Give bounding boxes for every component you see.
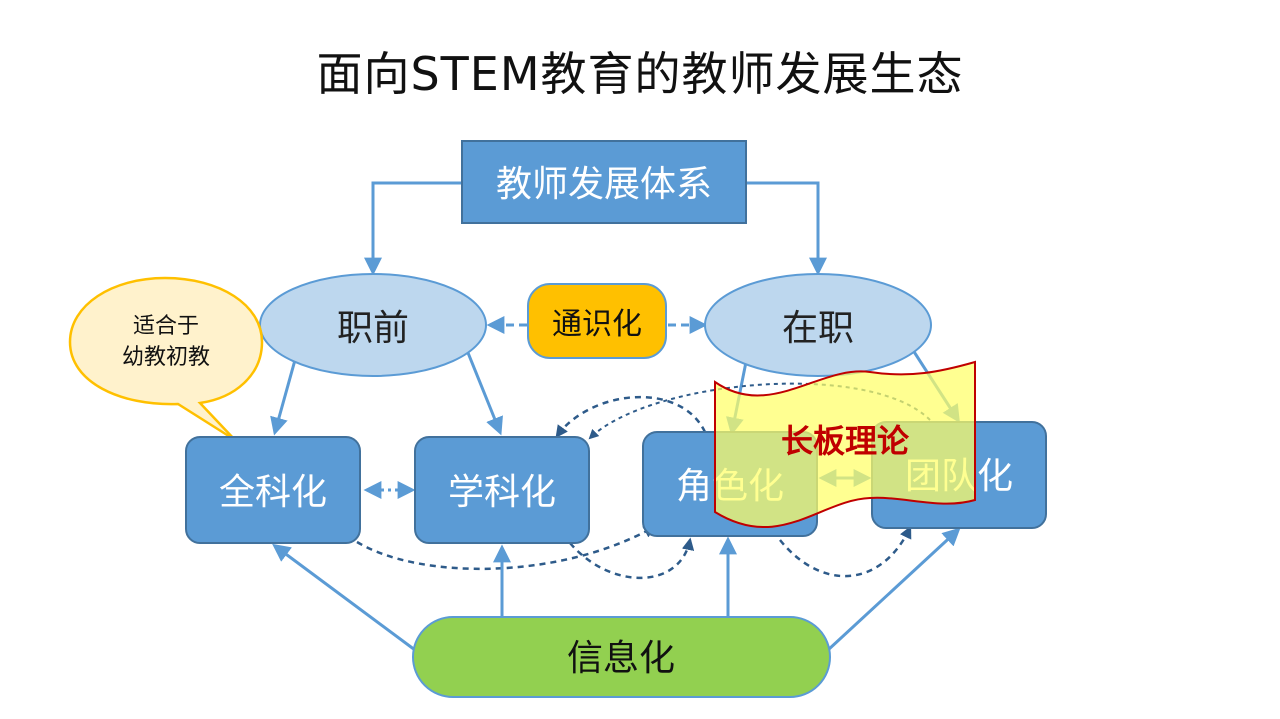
arrow-system-to-inservice: [746, 181, 827, 276]
all-subjects-label: 全科化: [219, 472, 327, 513]
subject-label: 学科化: [448, 472, 556, 513]
general-node: [527, 283, 667, 359]
arrow-preservice-to-all-subjects: [270, 359, 297, 436]
preservice-label: 职前: [337, 308, 409, 349]
arrow-info-to-team: [826, 527, 961, 652]
banner-label: 长板理论: [781, 422, 910, 460]
system-box: [461, 140, 747, 224]
subject-box: [414, 436, 590, 544]
banner-shape: [714, 360, 976, 529]
dashed-curve-role-to-team: [779, 525, 912, 578]
dashed-curve-all-to-role: [356, 525, 657, 571]
callout-line2: 幼教初教: [122, 345, 210, 370]
arrow-info-to-all-subjects: [272, 543, 416, 652]
system-label: 教师发展体系: [496, 164, 712, 205]
info-label: 信息化: [567, 638, 675, 679]
all-subjects-box: [185, 436, 361, 544]
callout-bubble: [68, 276, 264, 442]
diagram-title: 面向STEM教育的教师发展生态: [316, 47, 964, 101]
inservice-label: 在职: [782, 308, 854, 349]
callout-line1: 适合于: [133, 314, 199, 339]
dashed-curve-subject-to-role: [569, 537, 695, 580]
arrow-system-to-preservice: [364, 181, 462, 276]
info-node: [412, 616, 831, 698]
general-label: 通识化: [552, 307, 642, 342]
dashed-curve-role-to-subject: [555, 395, 707, 439]
inservice-ellipse: [704, 273, 932, 377]
dashed-curve-team-to-subject: [588, 382, 931, 440]
